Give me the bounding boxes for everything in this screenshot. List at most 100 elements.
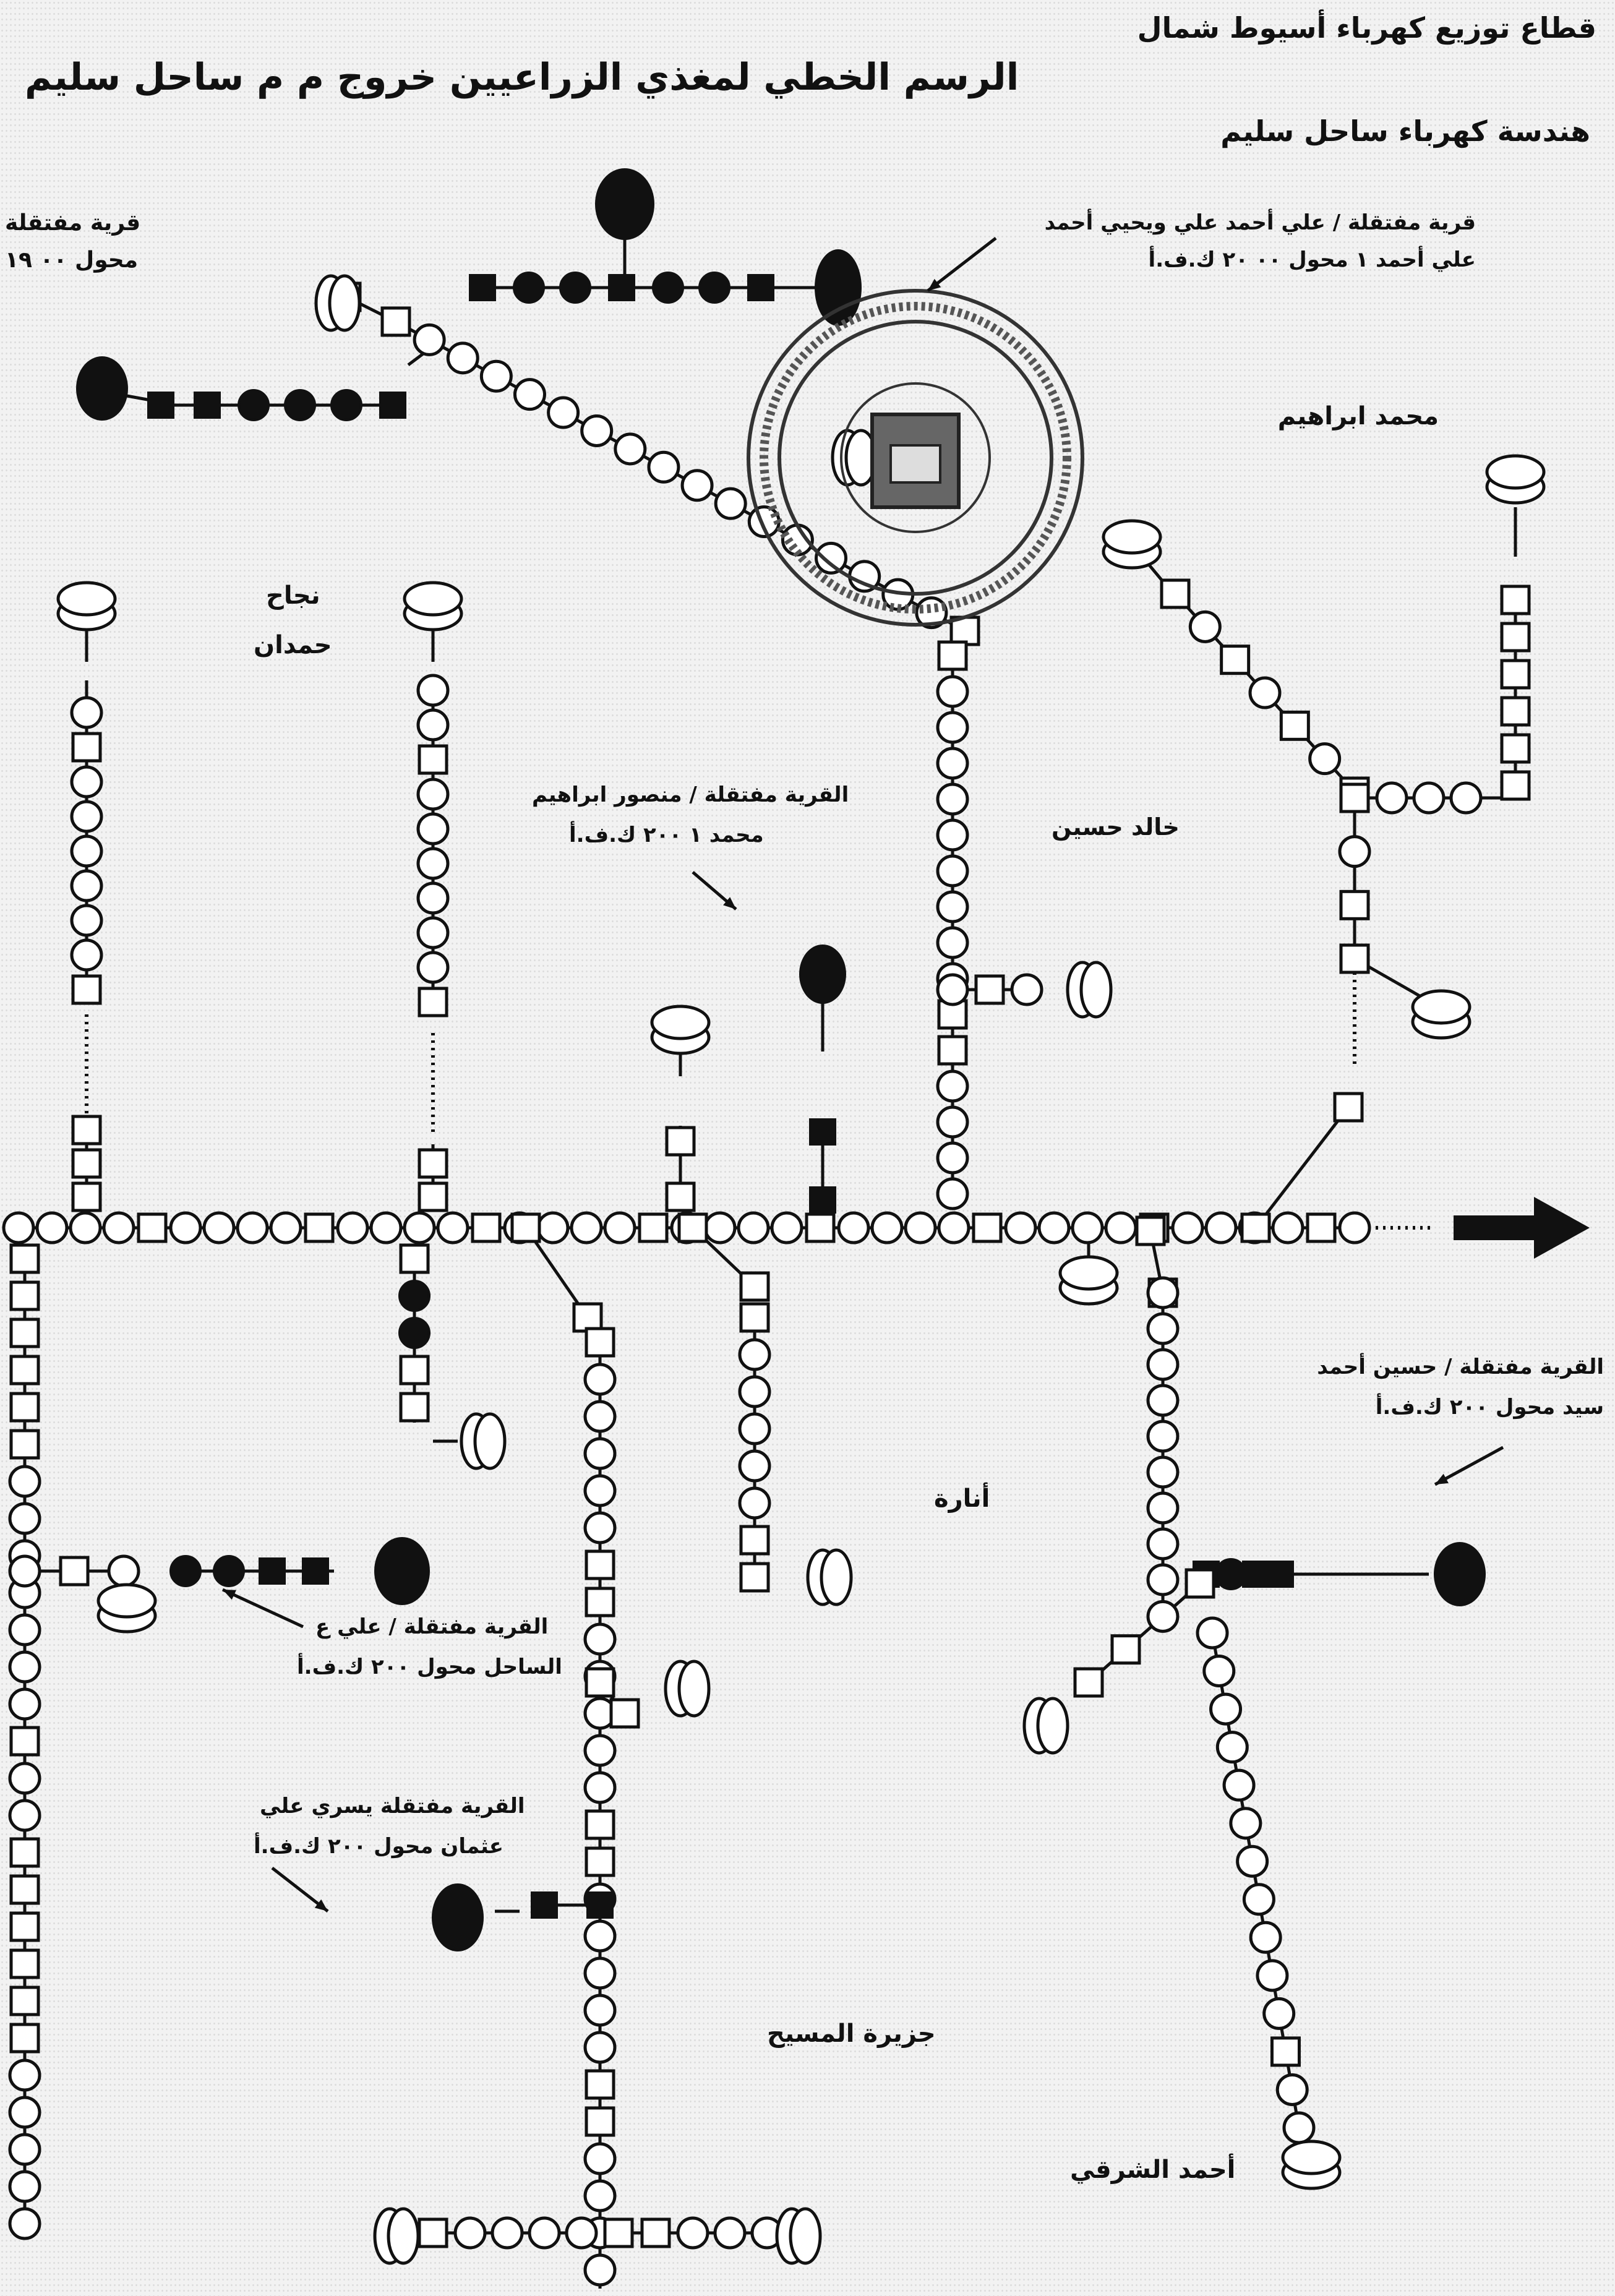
open-circle-pole xyxy=(676,2216,709,2250)
transformer-icon xyxy=(1022,1697,1069,1755)
pointer-arrowhead xyxy=(223,1590,236,1600)
open-circle-pole xyxy=(8,1502,41,1535)
open-circle-pole xyxy=(8,1799,41,1832)
open-square-pole xyxy=(9,1726,40,1757)
open-circle-pole xyxy=(8,2207,41,2240)
open-circle-pole xyxy=(8,2096,41,2129)
open-circle-pole xyxy=(416,812,450,846)
open-circle-pole xyxy=(1209,1692,1243,1726)
open-square-pole xyxy=(1306,1212,1337,1243)
open-square-pole xyxy=(739,1562,770,1593)
open-square-pole xyxy=(9,1243,40,1274)
filled-transformer-icon xyxy=(374,1537,430,1605)
open-square-pole xyxy=(585,1809,615,1840)
open-circle-pole xyxy=(583,1400,617,1433)
open-square-pole xyxy=(1135,1215,1166,1246)
open-circle-pole xyxy=(416,916,450,949)
open-square-pole xyxy=(1339,782,1370,813)
filled-circle-pole xyxy=(652,272,684,304)
open-circle-pole xyxy=(1146,1348,1180,1381)
filled-transformer-icon xyxy=(815,249,862,326)
open-circle-pole xyxy=(937,1211,970,1244)
open-circle-pole xyxy=(1202,1655,1236,1688)
open-circle-pole xyxy=(713,2216,747,2250)
village-label: محمد ١ ٢٠٠ ك.ف.أ xyxy=(569,823,764,847)
open-circle-pole xyxy=(1171,1211,1204,1244)
open-circle-pole xyxy=(8,1613,41,1647)
open-square-pole xyxy=(59,1556,90,1587)
open-circle-pole xyxy=(583,1363,617,1396)
area-label: خالد حسين xyxy=(1052,813,1180,841)
open-square-pole xyxy=(937,640,968,671)
open-circle-pole xyxy=(70,696,103,729)
open-square-pole xyxy=(9,1985,40,2016)
open-square-pole xyxy=(9,1355,40,1386)
village-label: عثمان محول ٢٠٠ ك.ف.أ xyxy=(254,1834,503,1859)
open-circle-pole xyxy=(738,1375,771,1408)
filled-square-pole xyxy=(586,1891,614,1919)
open-circle-pole xyxy=(169,1211,202,1244)
open-circle-pole xyxy=(69,1211,102,1244)
open-circle-pole xyxy=(1196,1616,1229,1650)
village-label: القرية مفتقلة يسري علي xyxy=(260,1794,525,1818)
open-circle-pole xyxy=(8,2133,41,2166)
open-circle-pole xyxy=(1338,835,1371,868)
open-circle-pole xyxy=(416,674,450,707)
transformer-icon xyxy=(56,581,117,632)
transformer-icon xyxy=(460,1412,507,1470)
open-square-pole xyxy=(71,1115,102,1146)
area-label: نجاح xyxy=(266,581,320,610)
open-circle-pole xyxy=(70,869,103,902)
open-circle-pole xyxy=(583,1734,617,1767)
open-circle-pole xyxy=(1271,1211,1304,1244)
open-circle-pole xyxy=(70,765,103,799)
open-circle-pole xyxy=(936,1141,969,1175)
open-circle-pole xyxy=(416,708,450,742)
open-circle-pole xyxy=(583,1771,617,1804)
open-square-pole xyxy=(1339,889,1370,920)
open-square-pole xyxy=(71,974,102,1005)
filled-circle-pole xyxy=(398,1280,431,1312)
open-square-pole xyxy=(399,1355,430,1386)
open-circle-pole xyxy=(1236,1844,1269,1878)
open-circle-pole xyxy=(8,1650,41,1684)
open-circle-pole xyxy=(936,711,969,744)
open-circle-pole xyxy=(1249,1921,1282,1954)
open-circle-pole xyxy=(1004,1211,1037,1244)
open-circle-pole xyxy=(269,1211,302,1244)
open-circle-pole xyxy=(936,818,969,852)
filled-transformer-icon xyxy=(1434,1542,1486,1606)
open-circle-pole xyxy=(490,2216,524,2250)
open-circle-pole xyxy=(1262,1997,1296,2030)
open-circle-pole xyxy=(904,1211,937,1244)
open-circle-pole xyxy=(369,1211,403,1244)
open-square-pole xyxy=(418,1148,448,1179)
filled-transformer-icon xyxy=(432,1883,484,1951)
filled-square-pole xyxy=(1267,1561,1294,1588)
open-square-pole xyxy=(418,2217,448,2248)
open-circle-pole xyxy=(647,450,680,484)
open-square-pole xyxy=(665,1181,696,1212)
open-circle-pole xyxy=(703,1211,737,1244)
open-square-pole xyxy=(137,1212,168,1243)
open-circle-pole xyxy=(436,1211,469,1244)
open-square-pole xyxy=(1500,622,1531,653)
transformer-icon xyxy=(314,274,361,332)
open-circle-pole xyxy=(1308,742,1342,776)
filled-circle-pole xyxy=(330,389,362,421)
open-circle-pole xyxy=(1412,781,1446,815)
open-square-pole xyxy=(1270,2036,1301,2067)
filled-square-pole xyxy=(194,392,221,419)
filled-square-pole xyxy=(147,392,174,419)
feeder-arrow-icon xyxy=(1454,1197,1590,1259)
village-label: علي أحمد ١ محول ٠٠ ٢٠ ك.ف.أ xyxy=(1148,247,1476,272)
open-square-pole xyxy=(1500,770,1531,801)
open-square-pole xyxy=(1160,578,1191,609)
pointer-arrowhead xyxy=(1435,1473,1449,1484)
pointer-arrow xyxy=(221,1588,304,1629)
filled-square-pole xyxy=(1242,1561,1269,1588)
open-square-pole xyxy=(9,1317,40,1348)
open-circle-pole xyxy=(580,414,614,447)
transformer-icon xyxy=(1411,989,1471,1040)
